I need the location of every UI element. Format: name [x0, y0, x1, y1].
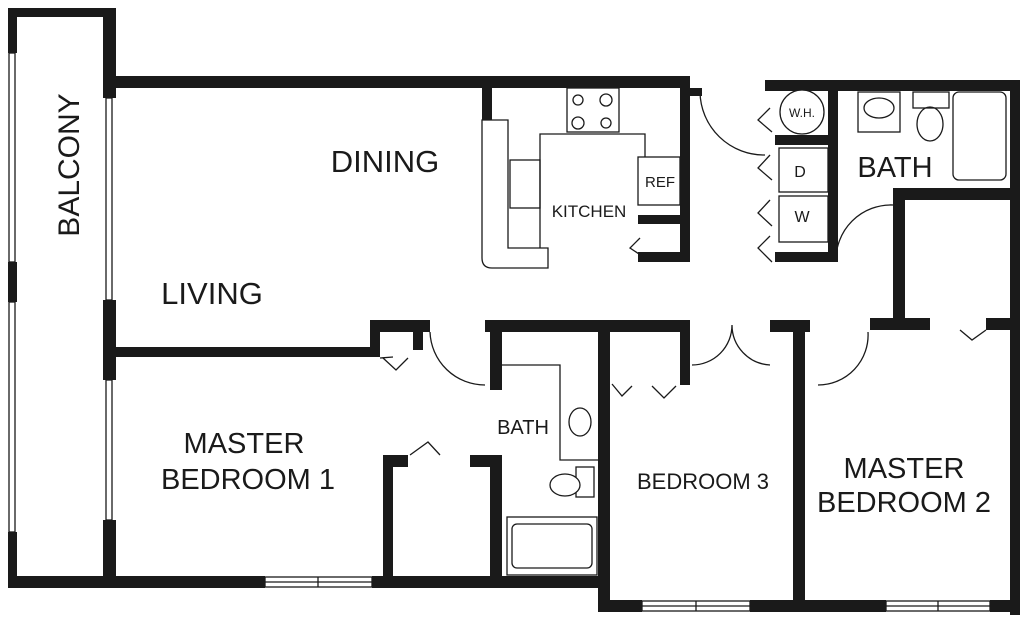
label-bedroom-3: BEDROOM 3 [637, 469, 769, 494]
label-master-bedroom-1: MASTER BEDROOM 1 [161, 428, 335, 496]
fixtures [481, 87, 1007, 576]
label-water-heater: W.H. [789, 106, 815, 120]
label-dining: DINING [331, 144, 440, 179]
label-ref: REF [645, 174, 675, 191]
doors [379, 91, 987, 456]
windows [264, 576, 991, 612]
walls [8, 8, 1020, 615]
label-living: LIVING [161, 276, 263, 311]
label-kitchen: KITCHEN [552, 202, 627, 221]
room-labels: BALCONY DINING LIVING KITCHEN REF W.H. D… [53, 93, 991, 519]
label-master-bedroom-2: MASTER BEDROOM 2 [817, 453, 991, 519]
label-bath-main: BATH [857, 152, 932, 184]
label-washer: W [794, 209, 810, 226]
label-balcony: BALCONY [53, 93, 86, 236]
label-dryer: D [794, 164, 806, 181]
label-bath-hall: BATH [497, 417, 549, 439]
